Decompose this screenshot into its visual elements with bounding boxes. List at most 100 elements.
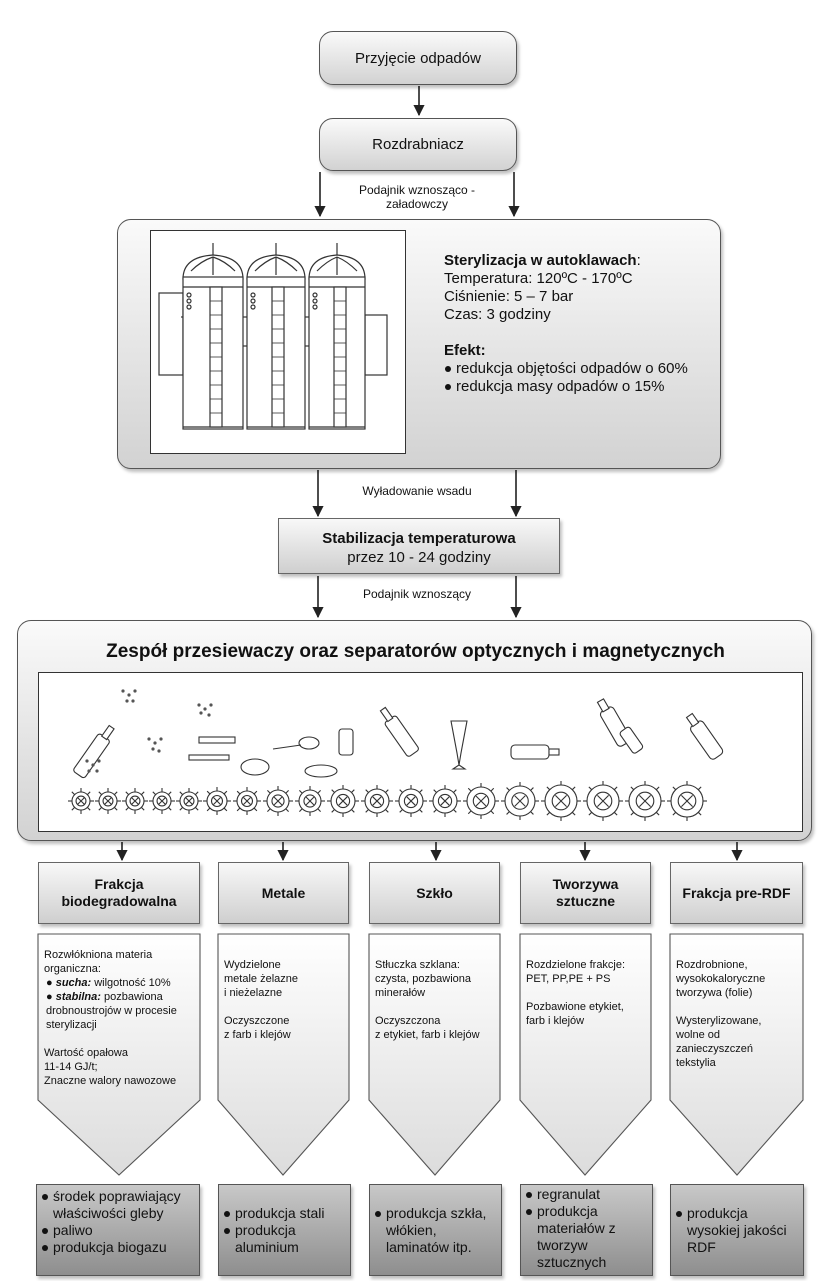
fraction-desc-prerdf: Rozdrobnione, wysokokaloryczne tworzywa … bbox=[676, 959, 766, 1069]
fraction-desc-shape-bio bbox=[37, 933, 201, 1176]
fraction-title: Metale bbox=[261, 884, 306, 901]
fraction-uses-prerdf: produkcja wysokiej jakości RDF bbox=[670, 1184, 804, 1276]
roller-icon bbox=[68, 788, 94, 814]
autoclave-illustration bbox=[150, 230, 406, 454]
effect-list: redukcja objętości odpadów o 60% redukcj… bbox=[444, 360, 714, 396]
bottle-icon bbox=[379, 706, 419, 757]
fraction-desc-plastics: Rozdzielone frakcje: PET, PP,PE + PS Poz… bbox=[526, 959, 626, 1027]
screen-rollers-icon bbox=[68, 689, 724, 821]
sterilization-box: Sterylizacja w autoklawach: Temperatura:… bbox=[117, 219, 721, 469]
fraction-desc-shape-prerdf bbox=[669, 933, 804, 1176]
tool-icon bbox=[198, 736, 236, 744]
use-item: produkcja aluminium bbox=[223, 1222, 346, 1256]
sterilization-heading: Sterylizacja w autoklawach: bbox=[444, 252, 714, 270]
fraction-uses-metals: produkcja stali produkcja aluminium bbox=[218, 1184, 351, 1276]
particles bbox=[85, 689, 213, 773]
roller-icon bbox=[541, 781, 581, 821]
roller-icon bbox=[463, 783, 499, 819]
fraction-header-prerdf: Frakcja pre-RDF bbox=[670, 862, 803, 924]
fraction-desc-shape-metals bbox=[217, 933, 350, 1176]
separators-box: Zespół przesiewaczy oraz separatorów opt… bbox=[17, 620, 812, 841]
bottle-icon bbox=[685, 712, 724, 760]
stabilization-title: Stabilizacja temperaturowa bbox=[322, 530, 516, 547]
glass-icon bbox=[450, 720, 468, 770]
fraction-desc-item: ● sucha: wilgotność 10% bbox=[46, 977, 171, 989]
sterilization-param-temp: Temperatura: 120ºC - 170ºC bbox=[444, 270, 633, 287]
sterilization-text: Sterylizacja w autoklawach: Temperatura:… bbox=[444, 252, 714, 396]
roller-icon bbox=[95, 788, 121, 814]
lid-icon bbox=[304, 764, 338, 778]
conveyor-label: Podajnik wznoszący bbox=[362, 587, 472, 601]
roller-icon bbox=[327, 785, 359, 817]
uses-list: środek poprawiający właściwości gleby pa… bbox=[41, 1188, 195, 1256]
desc-item-text: wilgotność 10% bbox=[91, 977, 171, 989]
shredder-label: Rozdrabniacz bbox=[372, 136, 464, 153]
fraction-title: Tworzywa sztuczne bbox=[552, 876, 619, 909]
fraction-title: Frakcja biodegradowalna bbox=[61, 876, 177, 909]
sterilization-param-time: Czas: 3 godziny bbox=[444, 306, 551, 323]
screen-illustration bbox=[38, 672, 803, 832]
effect-item: redukcja objętości odpadów o 60% bbox=[444, 360, 714, 378]
roller-icon bbox=[667, 781, 707, 821]
roller-icon bbox=[233, 787, 261, 815]
conveyor-loading-label: Podajnik wznosząco - załadowczy bbox=[358, 183, 476, 211]
use-item: regranulat bbox=[525, 1186, 648, 1203]
roller-icon bbox=[395, 785, 427, 817]
rollers bbox=[68, 781, 707, 821]
sterilization-title: Sterylizacja w autoklawach bbox=[444, 252, 637, 269]
roller-icon bbox=[295, 786, 325, 816]
separators-title: Zespół przesiewaczy oraz separatorów opt… bbox=[106, 641, 725, 662]
effect-item: redukcja masy odpadów o 15% bbox=[444, 378, 714, 396]
fraction-desc-metals: Wydzielone metale żelazne i nieżelazne O… bbox=[224, 959, 298, 1041]
fraction-desc-intro: Rozwłókniona materia organiczna: bbox=[44, 949, 153, 975]
fraction-desc-item: ● stabilna: pozbawiona drobnoustrojów w … bbox=[46, 991, 177, 1031]
stabilization-box: Stabilizacja temperaturowa przez 10 - 24… bbox=[278, 518, 560, 574]
lid-icon bbox=[240, 758, 270, 776]
autoclave-icon bbox=[158, 243, 388, 430]
uses-list: produkcja wysokiej jakości RDF bbox=[675, 1205, 799, 1256]
uses-list: regranulat produkcja materiałów z tworzy… bbox=[525, 1186, 648, 1271]
fraction-title: Szkło bbox=[416, 884, 453, 901]
fraction-header-metals: Metale bbox=[218, 862, 349, 924]
bottle-icon bbox=[510, 744, 560, 760]
can-icon bbox=[338, 728, 354, 756]
roller-icon bbox=[501, 782, 539, 820]
fraction-desc-shape-glass bbox=[368, 933, 501, 1176]
roller-icon bbox=[583, 781, 623, 821]
receive-waste-box: Przyjęcie odpadów bbox=[319, 31, 517, 85]
desc-item-bold: sucha: bbox=[55, 977, 92, 989]
fraction-header-plastics: Tworzywa sztuczne bbox=[520, 862, 651, 924]
sterilization-param-pressure: Ciśnienie: 5 – 7 bar bbox=[444, 288, 574, 305]
fraction-uses-bio: środek poprawiający właściwości gleby pa… bbox=[36, 1184, 200, 1276]
shredder-box: Rozdrabniacz bbox=[319, 118, 517, 171]
use-item: produkcja szkła, włókien, laminatów itp. bbox=[374, 1205, 497, 1256]
stabilization-subtitle: przez 10 - 24 godziny bbox=[347, 549, 491, 566]
bottle-icon bbox=[73, 724, 115, 779]
fraction-desc-bio: Rozwłókniona materia organiczna: ● sucha… bbox=[44, 948, 196, 1088]
roller-icon bbox=[203, 787, 231, 815]
bottle-icon bbox=[619, 726, 644, 754]
roller-icon bbox=[263, 786, 293, 816]
desc-item-bold: stabilna: bbox=[55, 991, 101, 1003]
desc-item-text: pozbawiona drobnoustrojów w procesie ste… bbox=[46, 991, 177, 1031]
use-item: produkcja wysokiej jakości RDF bbox=[675, 1205, 799, 1256]
fraction-title: Frakcja pre-RDF bbox=[682, 884, 791, 901]
use-item: produkcja stali bbox=[223, 1205, 346, 1222]
use-item: produkcja materiałów z tworzyw sztucznyc… bbox=[525, 1203, 648, 1271]
fraction-desc-glass: Stłuczka szklana: czysta, pozbawiona min… bbox=[375, 959, 480, 1041]
fraction-desc-shape-plastics bbox=[519, 933, 652, 1176]
use-item: paliwo bbox=[41, 1222, 195, 1239]
roller-icon bbox=[361, 785, 393, 817]
tool-icon bbox=[188, 754, 230, 761]
sterilization-colon: : bbox=[636, 252, 641, 269]
fraction-header-bio: Frakcja biodegradowalna bbox=[38, 862, 200, 924]
roller-icon bbox=[176, 788, 202, 814]
fraction-uses-plastics: regranulat produkcja materiałów z tworzy… bbox=[520, 1184, 653, 1276]
use-item: środek poprawiający właściwości gleby bbox=[41, 1188, 195, 1222]
fraction-uses-glass: produkcja szkła, włókien, laminatów itp. bbox=[369, 1184, 502, 1276]
uses-list: produkcja stali produkcja aluminium bbox=[223, 1205, 346, 1256]
roller-icon bbox=[122, 788, 148, 814]
effect-title: Efekt: bbox=[444, 342, 486, 359]
